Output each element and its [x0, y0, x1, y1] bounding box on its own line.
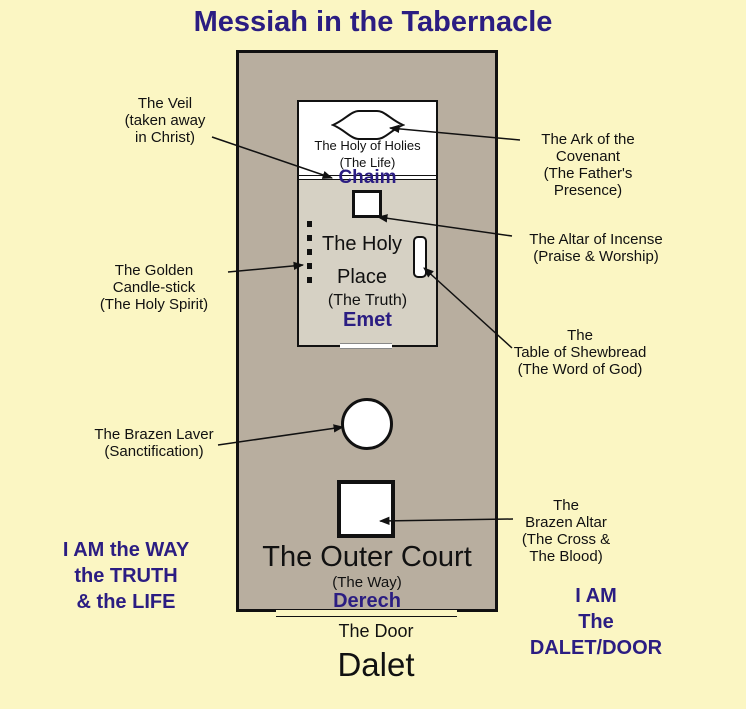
ark-label-line: (The Father's — [543, 165, 633, 182]
laver-label-line: (Sanctification) — [104, 443, 204, 460]
hebrew-derech: Derech — [333, 590, 401, 612]
ark-of-covenant-icon — [331, 110, 405, 140]
i-am-the-door-statement: I AM The DALET/DOOR — [506, 583, 686, 661]
holy-place-entrance — [340, 343, 392, 349]
candlestick-dot — [307, 277, 312, 283]
holy-of-holies-sublabel: (The Life) — [339, 155, 396, 170]
statement-line: I AM the WAY — [62, 539, 190, 561]
hebrew-chaim: Chaim — [338, 167, 397, 188]
shewbread-label-line: The — [567, 327, 593, 344]
shewbread-label-line: (The Word of God) — [517, 361, 643, 378]
ark-arrow — [388, 124, 521, 141]
laver-label-line: The Brazen Laver — [94, 426, 214, 443]
i-am-the-way-statement: I AM the WAY the TRUTH & the LIFE — [36, 537, 216, 615]
tabernacle-door — [276, 609, 457, 617]
door-label: The Door — [338, 621, 414, 641]
statement-line: I AM — [575, 585, 617, 607]
statement-line: DALET/DOOR — [529, 637, 663, 659]
ark-label-line: Covenant — [555, 148, 621, 165]
candlestick-label-line: (The Holy Spirit) — [99, 296, 209, 313]
altar-of-incense-shape — [352, 190, 382, 218]
statement-line: The — [578, 611, 614, 633]
candlestick-label-line: The Golden — [114, 262, 194, 279]
outer-court-label: The Outer Court — [262, 541, 472, 573]
hebrew-dalet: Dalet — [337, 646, 415, 683]
incense-label-line: (Praise & Worship) — [533, 248, 659, 265]
ark-label: The Ark of the Covenant (The Father's Pr… — [508, 131, 668, 199]
candlestick-dot — [307, 235, 312, 241]
candlestick-dot — [307, 263, 312, 269]
statement-line: the TRUTH — [74, 565, 178, 587]
hebrew-emet: Emet — [343, 309, 392, 331]
table-of-shewbread-label: The Table of Shewbread (The Word of God) — [500, 327, 660, 378]
veil-line — [299, 175, 436, 180]
statement-line: & the LIFE — [76, 591, 176, 613]
holy-place-sublabel: (The Truth) — [327, 292, 408, 309]
holy-place-label: The Holy — [321, 233, 403, 255]
veil-label: The Veil (taken away in Christ) — [110, 95, 220, 146]
veil-label-line: in Christ) — [134, 129, 195, 146]
brazen-laver-label: The Brazen Laver (Sanctification) — [74, 426, 234, 460]
ark-label-line: The Ark of the — [541, 131, 635, 148]
candlestick-label-line: Candle-stick — [112, 279, 196, 296]
brazen-altar-label-line: (The Cross & — [521, 531, 611, 548]
candlestick-dot — [307, 249, 312, 255]
veil-label-line: (taken away — [124, 112, 206, 129]
incense-arrow — [376, 214, 513, 237]
veil-label-line: The Veil — [137, 95, 193, 112]
ark-label-line: Presence) — [553, 182, 623, 199]
shewbread-arrow — [423, 267, 513, 349]
candlestick-dot — [307, 221, 312, 227]
candlestick-arrow — [227, 261, 305, 273]
shewbread-label-line: Table of Shewbread — [513, 344, 647, 361]
brazen-altar-label-line: The — [553, 497, 579, 514]
altar-of-incense-label: The Altar of Incense (Praise & Worship) — [506, 231, 686, 265]
laver-arrow — [217, 424, 345, 446]
brazen-altar-label: The Brazen Altar (The Cross & The Blood) — [506, 497, 626, 565]
incense-label-line: The Altar of Incense — [529, 231, 663, 248]
veil-arrow — [211, 136, 333, 179]
holy-of-holies-label: The Holy of Holies — [314, 138, 421, 153]
brazen-altar-arrow — [378, 516, 514, 526]
brazen-altar-label-line: Brazen Altar — [525, 514, 607, 531]
brazen-altar-shape — [337, 480, 395, 538]
golden-candlestick-label: The Golden Candle-stick (The Holy Spirit… — [84, 262, 224, 313]
page-title: Messiah in the Tabernacle — [193, 6, 553, 38]
holy-place-label-2: Place — [336, 266, 388, 288]
brazen-altar-label-line: The Blood) — [529, 548, 603, 565]
outer-court-sublabel: (The Way) — [332, 574, 402, 591]
brazen-laver-shape — [341, 398, 393, 450]
